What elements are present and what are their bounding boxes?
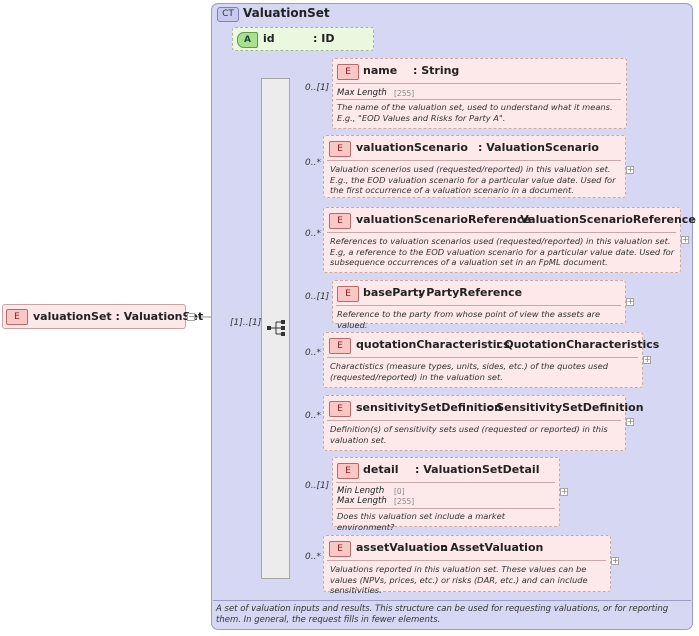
facet-value: [255] (394, 497, 415, 506)
element-cardinality: 0..[1] (305, 292, 330, 302)
attribute-type: : ID (313, 32, 335, 45)
element-box-detail[interactable] (332, 457, 560, 527)
element-box-name[interactable] (332, 58, 627, 129)
element-description: Valuation scenerios used (requested/repo… (330, 164, 616, 195)
facet-name: Max Length (337, 496, 387, 506)
element-cardinality: 0..* (305, 411, 321, 421)
element-cardinality: 0..* (305, 158, 321, 168)
complex-type-description: A set of valuation inputs and results. T… (216, 604, 669, 625)
element-type: : ValuationSetDetail (415, 463, 540, 476)
element-cardinality: 0..[1] (305, 481, 330, 491)
element-cardinality: 0..* (305, 229, 321, 239)
element-divider (327, 560, 606, 561)
element-box-sensitivity-set-definition[interactable] (323, 395, 626, 451)
element-badge: E (329, 401, 351, 417)
element-divider (327, 160, 621, 161)
root-collapse-icon[interactable]: − (187, 312, 195, 321)
sequence-icon (267, 320, 285, 336)
root-element-label: valuationSet : ValuationSet (33, 310, 204, 323)
element-badge: E (337, 64, 359, 80)
element-divider (336, 508, 555, 509)
expand-icon[interactable]: + (681, 235, 689, 244)
expand-icon[interactable]: + (626, 417, 634, 426)
element-type: : SensitivitySetDefinition (488, 401, 644, 414)
element-name: valuationScenarioReference (356, 213, 531, 226)
element-cardinality: 0..[1] (305, 83, 330, 93)
element-divider (336, 99, 621, 100)
expand-icon[interactable]: + (560, 487, 568, 496)
element-box-quotation-characteristics[interactable] (323, 332, 643, 388)
element-name: sensitivitySetDefinition (356, 401, 502, 414)
attribute-badge: A (237, 32, 258, 48)
element-name: detail (363, 463, 399, 476)
element-badge: E (337, 286, 359, 302)
element-badge: E (329, 338, 351, 354)
root-cardinality: [1]..[1] (230, 318, 262, 328)
element-name: valuationScenario (356, 141, 468, 154)
element-description: References to valuation scenarios used (… (330, 236, 675, 267)
element-badge: E (329, 541, 351, 557)
facet-name: Max Length (337, 88, 387, 98)
element-box-valuation-scenario[interactable] (323, 135, 626, 198)
element-divider (327, 232, 676, 233)
expand-icon[interactable]: + (626, 297, 634, 306)
element-type: : ValuationScenario (478, 141, 599, 154)
facet-value: [255] (394, 89, 415, 98)
element-name: assetValuation (356, 541, 449, 554)
attribute-name: id (263, 32, 275, 45)
expand-icon[interactable]: + (643, 355, 651, 364)
element-divider (327, 420, 621, 421)
element-badge: E (329, 141, 351, 157)
element-type: : String (413, 64, 460, 77)
element-description: Valuations reported in this valuation se… (330, 564, 588, 595)
element-name: baseParty (363, 286, 426, 299)
element-name: quotationCharacteristics (356, 338, 510, 351)
root-element-box[interactable] (2, 304, 186, 329)
element-box-valuation-scenario-reference[interactable] (323, 207, 681, 273)
element-type: : QuotationCharacteristics (496, 338, 660, 351)
expand-icon[interactable]: + (626, 165, 634, 174)
element-description: Charactistics (measure types, units, sid… (330, 361, 608, 382)
element-type: : PartyReference (418, 286, 523, 299)
complex-type-title: ValuationSet (243, 6, 330, 20)
complex-type-divider (213, 600, 691, 601)
element-box-asset-valuation[interactable] (323, 535, 611, 592)
element-box-base-party[interactable] (332, 280, 626, 324)
element-name: name (363, 64, 398, 77)
element-divider (336, 305, 621, 306)
facet-name: Min Length (337, 486, 385, 496)
element-type: : AssetValuation (442, 541, 544, 554)
element-divider (336, 482, 555, 483)
element-description: Reference to the party from whose point … (337, 309, 601, 330)
element-description: Definition(s) of sensitivity sets used (… (330, 424, 608, 445)
complex-type-badge: CT (217, 7, 239, 22)
element-type: : ValuationScenarioReference (512, 213, 696, 226)
element-cardinality: 0..* (305, 552, 321, 562)
element-description: The name of the valuation set, used to u… (337, 102, 613, 123)
element-cardinality: 0..* (305, 348, 321, 358)
expand-icon[interactable]: + (611, 556, 619, 565)
root-element-badge: E (6, 309, 28, 325)
element-divider (336, 83, 621, 84)
element-badge: E (337, 463, 359, 479)
facet-value: [0] (394, 487, 405, 496)
element-description: Does this valuation set include a market… (337, 511, 505, 532)
element-divider (327, 357, 638, 358)
element-badge: E (329, 213, 351, 229)
